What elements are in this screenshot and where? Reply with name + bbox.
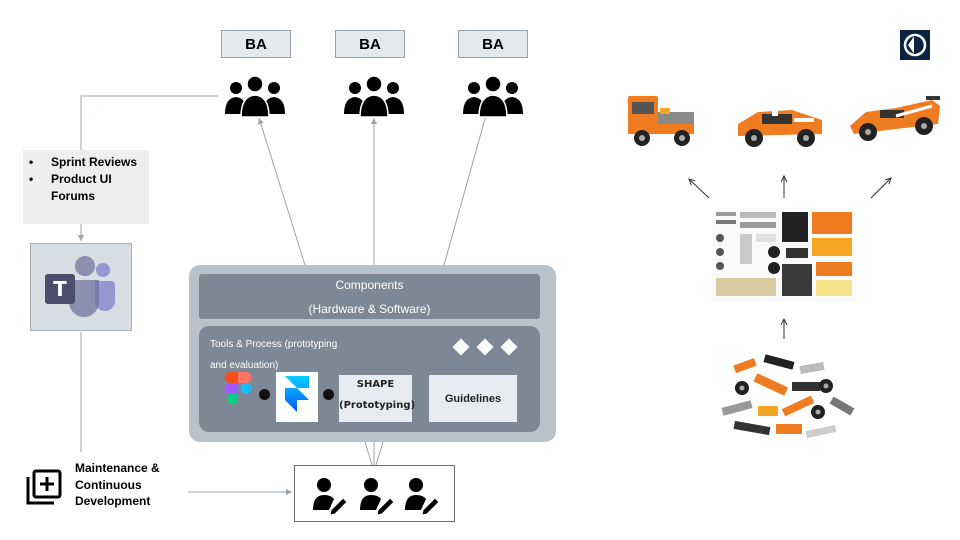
maintenance-line: Maintenance & [75,461,160,475]
feedback-list: Sprint Reviews Product UI Forums [23,154,149,205]
feedback-item: Sprint Reviews [29,154,149,171]
svg-text:T: T [53,277,67,301]
dev-team-icons [313,478,440,516]
person-edit-icon [360,478,395,516]
link-icon [259,389,270,400]
ba-box-3: BA [458,30,528,58]
people-group-icon [344,75,404,118]
tools-line: Tools & Process (prototyping [210,339,338,350]
maintenance-label: Maintenance & Continuous Development [75,460,185,510]
lego-pile-image [721,354,855,439]
components-to-dev-line-1 [364,441,373,466]
teams-icon: T [45,256,115,317]
lego-racecar-image [850,96,940,141]
connector-lines [78,93,494,495]
link-icon [323,389,334,400]
lego-sorted-parts-image [712,208,856,302]
components-to-ba1-arrow [257,117,306,266]
framer-tile [276,372,318,422]
tools-line: and evaluation) [210,360,279,371]
tools-label: Tools & Process (prototyping and evaluat… [210,334,370,376]
shape-subtitle: (Prototyping) [339,400,416,411]
framer-icon [285,376,309,412]
add-stack-icon [26,469,62,505]
brand-logo [900,30,930,60]
shape-title: SHAPE [356,379,395,390]
feedback-item-continued: Forums [51,189,96,203]
ba-box-2: BA [335,30,405,58]
lego-arrow-right [870,178,891,199]
shape-box: SHAPE (Prototyping) [339,375,416,422]
person-edit-icon [313,478,348,516]
components-title: Components [335,278,404,292]
brand-logo-icon [903,33,927,57]
people-group-icon [225,75,285,118]
people-group-icon [463,75,523,118]
feedback-item: Product UI [29,171,149,188]
maintenance-line: Development [75,494,151,508]
person-edit-icon [405,478,440,516]
dev-team-box [294,465,455,522]
ba-box-1: BA [221,30,291,58]
teams-panel: T [30,243,132,331]
maintenance-line: Continuous [75,477,142,492]
lego-truck-image [628,96,694,146]
components-subtitle: (Hardware & Software) [308,302,431,316]
feedback-box: Sprint Reviews Product UI Forums [23,150,149,224]
components-to-dev-line-3 [375,441,384,466]
lego-arrow-left [689,179,710,199]
lego-arrows [689,176,891,339]
figma-icon [224,372,252,405]
guidelines-box: Guidelines [429,375,517,422]
lego-convertible-image [738,106,822,147]
components-box: Components (Hardware & Software) [199,274,540,319]
components-to-ba3-arrow [443,93,494,266]
feedback-connector [80,95,218,150]
